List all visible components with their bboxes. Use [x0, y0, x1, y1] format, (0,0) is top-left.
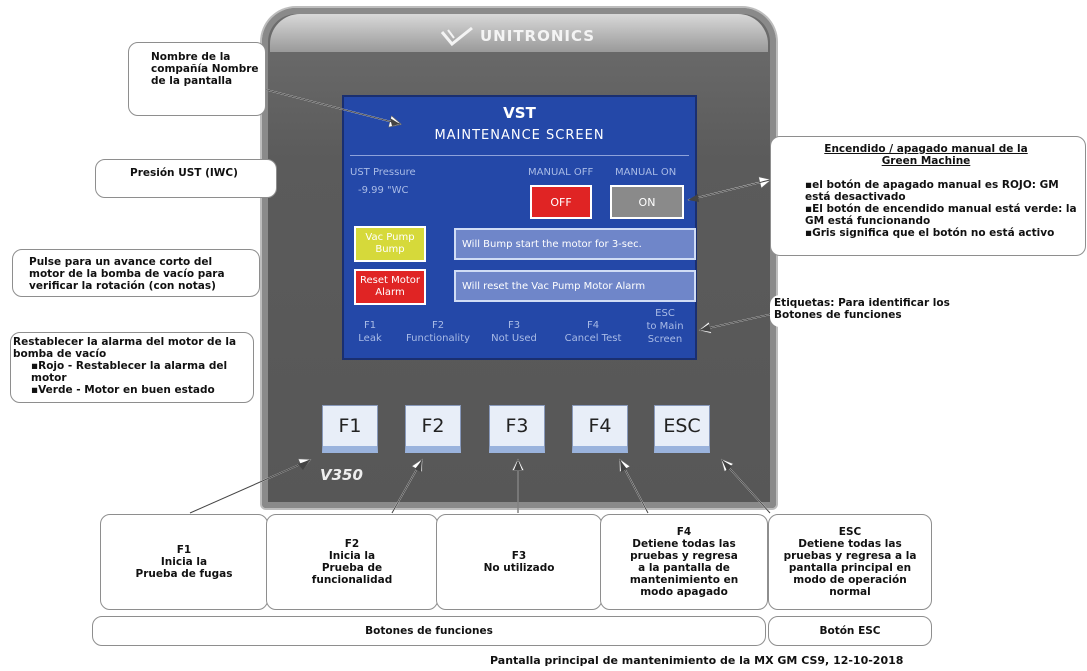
callout-esc-line: pruebas y regresa a la: [783, 550, 917, 562]
screen-fkey-f3: F3 Not Used: [482, 319, 546, 345]
callout-manual-item: ▪El botón de encendido manual está verde…: [805, 203, 1077, 227]
brand-name: UNITRONICS: [480, 27, 596, 45]
callout-f3: F3 No utilizado: [436, 514, 602, 610]
callout-pressure: Presión UST (IWC): [95, 159, 277, 198]
callout-f4-line: pruebas y regresa: [630, 550, 738, 562]
fkey-label: to Main Screen: [646, 321, 684, 345]
manual-off-button[interactable]: OFF: [530, 185, 592, 219]
callout-f2-line: Inicia la: [328, 550, 376, 562]
callout-f4-line: a la pantalla de: [638, 562, 730, 574]
key-f1[interactable]: F1: [322, 405, 378, 453]
callout-f4-line: mantenimiento en: [629, 574, 739, 586]
callout-esc-line: Detiene todas las: [798, 538, 902, 550]
callout-f2-line: funcionalidad: [311, 574, 393, 586]
brand-logo: UNITRONICS: [440, 24, 610, 48]
fkey-label: Leak: [358, 333, 382, 344]
key-esc[interactable]: ESC: [654, 405, 710, 453]
hmi-screen: VST MAINTENANCE SCREEN UST Pressure -9.9…: [342, 95, 697, 360]
callout-esc-line: modo de operación: [793, 574, 907, 586]
device-top-trim: [270, 14, 768, 52]
callout-f4-line: Detiene todas las: [632, 538, 736, 550]
pressure-label: UST Pressure: [350, 167, 416, 178]
callout-f2-line: Prueba de: [321, 562, 383, 574]
callout-labels: Etiquetas: Para identificar los Botones …: [770, 295, 988, 327]
vac-pump-note: Will Bump start the motor for 3-sec.: [454, 228, 696, 260]
fkey-name: F1: [363, 320, 377, 331]
callout-reset-item: ▪Rojo - Restablecer la alarma del motor: [31, 360, 228, 384]
callout-f4-line: F4: [676, 526, 692, 538]
callout-f3-line: F3: [511, 550, 527, 562]
pressure-value: -9.99 "WC: [358, 185, 409, 196]
screen-subtitle: MAINTENANCE SCREEN: [434, 128, 605, 143]
fkey-name: F2: [431, 320, 445, 331]
callout-esc-line: ESC: [838, 526, 862, 538]
manual-on-label: MANUAL ON: [615, 167, 677, 178]
reset-motor-alarm-button[interactable]: Reset Motor Alarm: [354, 269, 426, 305]
fkey-label: Functionality: [405, 333, 471, 344]
callout-manual-item: ▪el botón de apagado manual es ROJO: GM …: [805, 179, 1059, 203]
screen-fkey-f4: F4 Cancel Test: [556, 319, 630, 345]
callout-manual-title: Encendido / apagado manual de la Green M…: [824, 143, 1028, 167]
fkey-label: Cancel Test: [564, 333, 622, 344]
callout-function-buttons: Botones de funciones: [92, 616, 766, 646]
callout-reset: Restablecer la alarma del motor de la bo…: [10, 332, 254, 403]
callout-esc-line: pantalla principal en: [788, 562, 912, 574]
fkey-name: F3: [507, 320, 521, 331]
callout-f1-line: Inicia la: [160, 556, 208, 568]
callout-f4: F4 Detiene todas las pruebas y regresa a…: [600, 514, 768, 610]
screen-fkey-f2: F2 Functionality: [400, 319, 476, 345]
callout-manual: Encendido / apagado manual de la Green M…: [770, 136, 1086, 256]
model-label: V350: [320, 466, 363, 484]
callout-f1-line: F1: [176, 544, 192, 556]
callout-f2-line: F2: [344, 538, 360, 550]
screen-fkey-f1: F1 Leak: [346, 319, 394, 345]
callout-f2: F2 Inicia la Prueba de funcionalidad: [266, 514, 438, 610]
callout-reset-item: ▪Verde - Motor en buen estado: [31, 384, 215, 396]
key-f3[interactable]: F3: [489, 405, 545, 453]
callout-company: Nombre de la compañía Nombre de la panta…: [128, 42, 266, 116]
key-f4[interactable]: F4: [572, 405, 628, 453]
callout-f4-line: modo apagado: [640, 586, 728, 598]
manual-on-button[interactable]: ON: [610, 185, 684, 219]
fkey-label: Not Used: [491, 333, 537, 344]
fkey-name: ESC: [655, 308, 675, 319]
vac-pump-bump-button[interactable]: Vac Pump Bump: [354, 226, 426, 262]
screen-fkey-esc: ESC to Main Screen: [636, 307, 694, 346]
screen-divider: [350, 155, 689, 156]
callout-f3-line: No utilizado: [483, 562, 555, 574]
manual-off-label: MANUAL OFF: [528, 167, 594, 178]
key-f2[interactable]: F2: [405, 405, 461, 453]
unitronics-logo-icon: [440, 26, 473, 46]
callout-f1: F1 Inicia la Prueba de fugas: [100, 514, 268, 610]
fkey-name: F4: [586, 320, 600, 331]
screen-title: VST: [503, 104, 536, 122]
figure-caption: Pantalla principal de mantenimiento de l…: [490, 654, 904, 667]
callout-esc: ESC Detiene todas las pruebas y regresa …: [768, 514, 932, 610]
callout-manual-item: ▪Gris significa que el botón no está act…: [805, 227, 1055, 239]
callout-esc-line: normal: [829, 586, 871, 598]
reset-note: Will reset the Vac Pump Motor Alarm: [454, 270, 696, 302]
callout-f1-line: Prueba de fugas: [135, 568, 233, 580]
callout-esc-button: Botón ESC: [768, 616, 932, 646]
callout-reset-title: Restablecer la alarma del motor de la bo…: [13, 336, 237, 360]
callout-bump: Pulse para un avance corto del motor de …: [12, 249, 260, 297]
